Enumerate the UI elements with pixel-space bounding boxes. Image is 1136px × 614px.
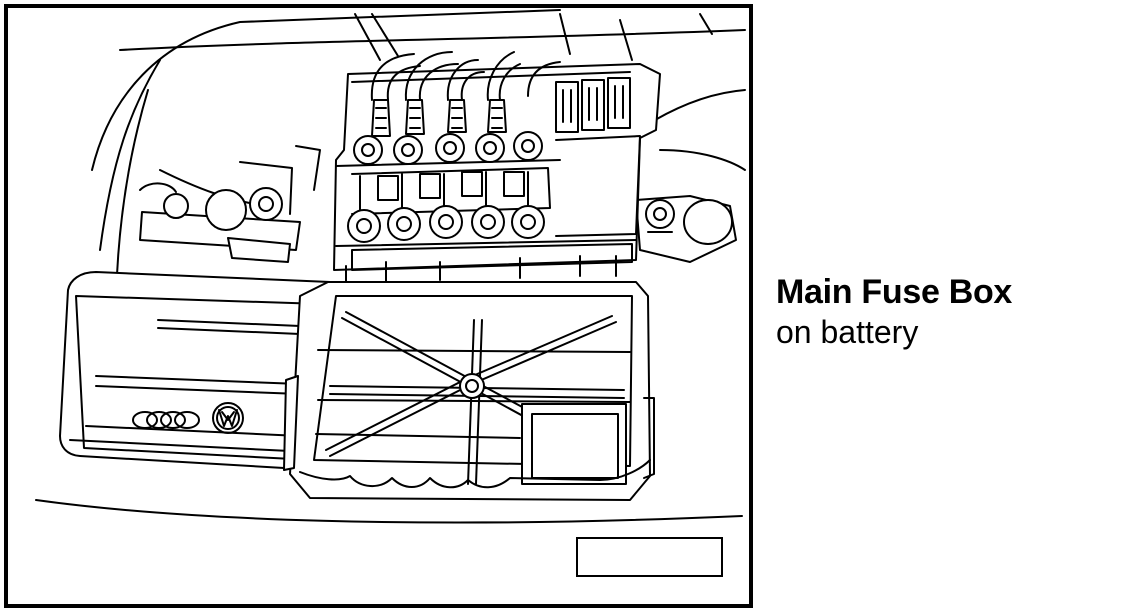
fuse-box-illustration [0,0,760,614]
bolt-5-lower [512,206,544,238]
caption-subtitle: on battery [776,314,919,350]
bolt-3-upper [436,100,466,162]
bolt-1-lower [348,210,380,242]
reference-label-box [577,538,722,576]
caption-block: Main Fuse Box on battery [776,272,1012,352]
bolt-1-upper [354,100,390,164]
engine-bay-lines [36,10,745,523]
bolt-3-lower [430,206,462,238]
bolt-2-upper [394,100,424,164]
right-terminal-clamp [636,196,736,262]
lid-hub [460,374,484,398]
battery-cover [60,272,330,470]
audi-rings-logo [133,412,199,428]
fuse-block-body [334,64,660,284]
fuse-box-lid [284,282,654,500]
upper-bolt-row [354,100,542,164]
lower-bolt-row [348,206,544,242]
battery-cables [372,52,560,100]
caption-title: Main Fuse Box [776,273,1013,311]
left-terminal-clamp [140,146,320,262]
lid-rib-vertical [468,320,482,484]
bolt-2-lower [388,208,420,240]
lid-small-compartment [522,404,626,484]
bolt-5-upper [514,132,542,160]
vw-roundel-logo [213,403,243,433]
bolt-4-lower [472,206,504,238]
lid-bottom-edge [300,460,650,487]
bolt-4-upper [476,100,506,162]
fuse-slots [556,78,630,132]
middle-fuse-windows [360,172,528,210]
